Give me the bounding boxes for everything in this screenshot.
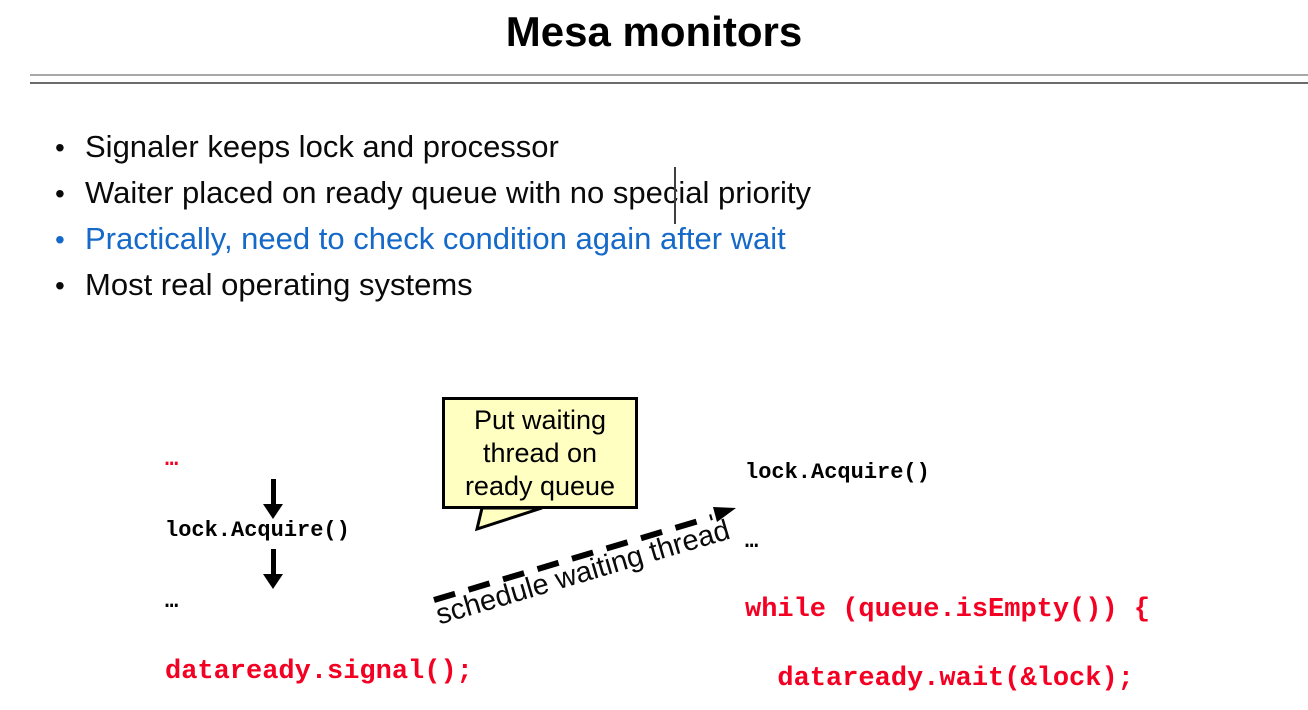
waiter-code-block: lock.Acquire() … while (queue.isEmpty())… — [745, 420, 1150, 710]
callout-put-waiting-thread: Put waiting thread on ready queue — [442, 397, 638, 509]
callout-line: thread on — [482, 437, 598, 468]
schedule-waiting-thread-label: schedule waiting thread — [432, 514, 734, 632]
title-separator-bottom-line — [30, 82, 1308, 84]
bullet-item-signaler[interactable]: Signaler keeps lock and processor — [55, 124, 811, 170]
callout-line: ready queue — [464, 470, 616, 501]
code-line: … — [745, 529, 759, 554]
callout-line: Put waiting — [473, 404, 607, 435]
code-line: lock.Acquire() — [745, 460, 930, 485]
down-arrow-icon — [271, 479, 276, 504]
callout-tail — [474, 506, 543, 532]
down-arrow-icon — [263, 504, 283, 519]
bullet-item-most-os[interactable]: Most real operating systems — [55, 262, 811, 308]
code-line: … — [165, 447, 179, 472]
bullet-item-practically[interactable]: Practically, need to check condition aga… — [55, 216, 811, 262]
bullet-list: Signaler keeps lock and processor Waiter… — [55, 124, 811, 308]
code-line: while (queue.isEmpty()) { — [745, 595, 1151, 625]
title-separator-top-line — [30, 74, 1308, 76]
down-arrow-icon — [271, 549, 276, 574]
code-line: … — [165, 589, 179, 614]
signaler-code-block: … lock.Acquire() … dataready.signal(); …… — [165, 406, 473, 710]
slide-title: Mesa monitors — [505, 8, 803, 55]
down-arrow-icon — [263, 574, 283, 589]
code-line: dataready.wait(&lock); — [745, 664, 1134, 694]
code-line: dataready.signal(); — [165, 657, 473, 687]
text-caret — [674, 167, 676, 224]
bullet-item-waiter[interactable]: Waiter placed on ready queue with no spe… — [55, 170, 811, 216]
code-line: lock.Acquire() — [165, 518, 350, 543]
